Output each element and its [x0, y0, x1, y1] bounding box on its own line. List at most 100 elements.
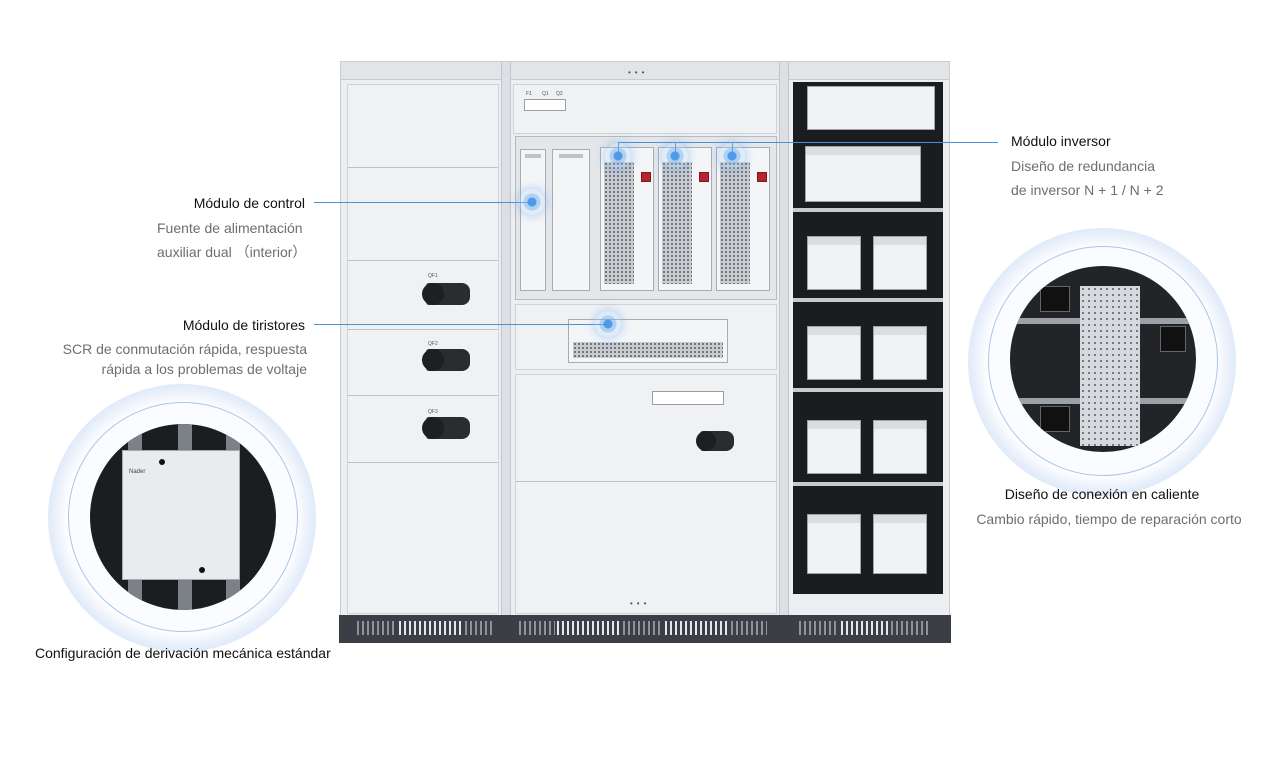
- bypass-title: Configuración de derivación mecánica est…: [35, 645, 331, 661]
- hot-swap-module[interactable]: [807, 236, 861, 290]
- inverter-hotspot-1[interactable]: [605, 143, 631, 169]
- shelf: [793, 298, 943, 302]
- hot-swap-module[interactable]: [873, 514, 927, 574]
- inverter-leader-line: [618, 142, 998, 143]
- bottom-dots: •••: [630, 599, 651, 608]
- detail-mesh: [1080, 286, 1140, 446]
- inverter-hotspot-3[interactable]: [719, 143, 745, 169]
- thyristor-leader-line: [314, 324, 608, 325]
- cabinet-base: [339, 615, 951, 643]
- handle-knob: [696, 431, 716, 451]
- module-top: [874, 237, 926, 245]
- inverter-display: [699, 172, 709, 182]
- vent-grille: [799, 621, 839, 635]
- shelf: [793, 208, 943, 212]
- power-module-top[interactable]: [805, 146, 921, 202]
- inverter-desc-line1: Diseño de redundancia: [1011, 158, 1155, 174]
- contactor-screw: [159, 459, 165, 465]
- battery-bay: [793, 82, 943, 594]
- control-module[interactable]: [520, 149, 546, 291]
- shelf: [793, 388, 943, 392]
- hotswap-desc: Cambio rápido, tiempo de reparación cort…: [976, 511, 1242, 527]
- thyristor-hotspot[interactable]: [595, 311, 621, 337]
- vent-grille: [519, 621, 555, 635]
- vent-grille: [357, 621, 397, 635]
- vent-grille: [465, 621, 495, 635]
- breaker-label-f1: F1: [526, 91, 532, 97]
- door-seam: [348, 329, 498, 330]
- hot-swap-module[interactable]: [807, 326, 861, 380]
- bypass-detail-image: Nader: [90, 424, 276, 610]
- control-hotspot[interactable]: [519, 189, 545, 215]
- control-title: Módulo de control: [193, 195, 305, 211]
- inverter-module-2[interactable]: [658, 147, 712, 291]
- inverter-desc-line2: de inversor N + 1 / N + 2: [1011, 182, 1164, 198]
- control-module-2[interactable]: [552, 149, 590, 291]
- hot-swap-module[interactable]: [873, 236, 927, 290]
- vent-grille: [557, 621, 621, 635]
- inverter-display: [757, 172, 767, 182]
- contactor-brand: Nader: [129, 469, 146, 475]
- module-top: [874, 327, 926, 335]
- hotswap-title: Diseño de conexión en caliente: [1004, 486, 1200, 502]
- vent-grille: [731, 621, 767, 635]
- module-latch: [525, 154, 541, 158]
- inverter-module-3[interactable]: [716, 147, 770, 291]
- middle-lower-door: •••: [515, 374, 777, 614]
- contactor-body: Nader: [122, 450, 240, 580]
- door-seam: [348, 462, 498, 463]
- door-seam: [348, 260, 498, 261]
- qf3-label: QF3: [428, 409, 438, 415]
- column-divider-left: [501, 62, 511, 615]
- control-leader-line: [314, 202, 532, 203]
- contactor-screw: [199, 567, 205, 573]
- mini-breakers: [524, 99, 566, 111]
- qf1-label: QF1: [428, 273, 438, 279]
- detail-connector: [1040, 406, 1070, 432]
- module-top: [808, 237, 860, 245]
- vent-grille: [665, 621, 729, 635]
- qf1-rotary-handle[interactable]: [422, 283, 470, 305]
- breaker-label-q1: Q1: [542, 91, 549, 97]
- module-top: [808, 421, 860, 429]
- door-seam: [348, 167, 498, 168]
- top-dots: •••: [628, 68, 649, 77]
- breaker-label-q2: Q2: [556, 91, 563, 97]
- handle-knob: [422, 349, 444, 371]
- bypass-rotary-handle[interactable]: [696, 431, 734, 451]
- hot-swap-module[interactable]: [807, 420, 861, 474]
- handle-knob: [422, 283, 444, 305]
- column-divider-right: [779, 62, 789, 615]
- hot-swap-module[interactable]: [873, 420, 927, 474]
- module-top: [808, 515, 860, 523]
- thyristor-desc-line1: SCR de conmutación rápida, respuesta: [62, 341, 307, 357]
- thyristor-module[interactable]: [568, 319, 728, 363]
- thyristor-title: Módulo de tiristores: [182, 317, 305, 333]
- inverter-vent-mesh: [720, 162, 750, 284]
- door-seam: [516, 481, 776, 482]
- inverter-display: [641, 172, 651, 182]
- module-rack: [515, 136, 777, 300]
- control-desc-line1: Fuente de alimentación: [157, 220, 303, 236]
- inverter-hotspot-2[interactable]: [662, 143, 688, 169]
- module-top: [808, 327, 860, 335]
- inverter-vent-mesh: [662, 162, 692, 284]
- middle-top-panel: F1 Q1 Q2: [513, 84, 777, 134]
- qf2-rotary-handle[interactable]: [422, 349, 470, 371]
- control-desc-line2: auxiliar dual （interior）: [157, 244, 307, 260]
- thyristor-desc-line2: rápida a los problemas de voltaje: [101, 361, 307, 377]
- hot-swap-module[interactable]: [807, 514, 861, 574]
- hot-swap-module[interactable]: [873, 326, 927, 380]
- module-latch: [559, 154, 583, 158]
- inverter-vent-mesh: [604, 162, 634, 284]
- hotswap-detail-image: [1010, 266, 1196, 452]
- detail-connector: [1040, 286, 1070, 312]
- left-door: QF1 QF2 QF3: [347, 84, 499, 614]
- detail-connector: [1160, 326, 1186, 352]
- cabinet-top-strip: [341, 62, 949, 80]
- qf3-rotary-handle[interactable]: [422, 417, 470, 439]
- thyristor-vent-mesh: [573, 342, 723, 358]
- inverter-title: Módulo inversor: [1011, 133, 1111, 149]
- inverter-module-1[interactable]: [600, 147, 654, 291]
- door-seam: [348, 395, 498, 396]
